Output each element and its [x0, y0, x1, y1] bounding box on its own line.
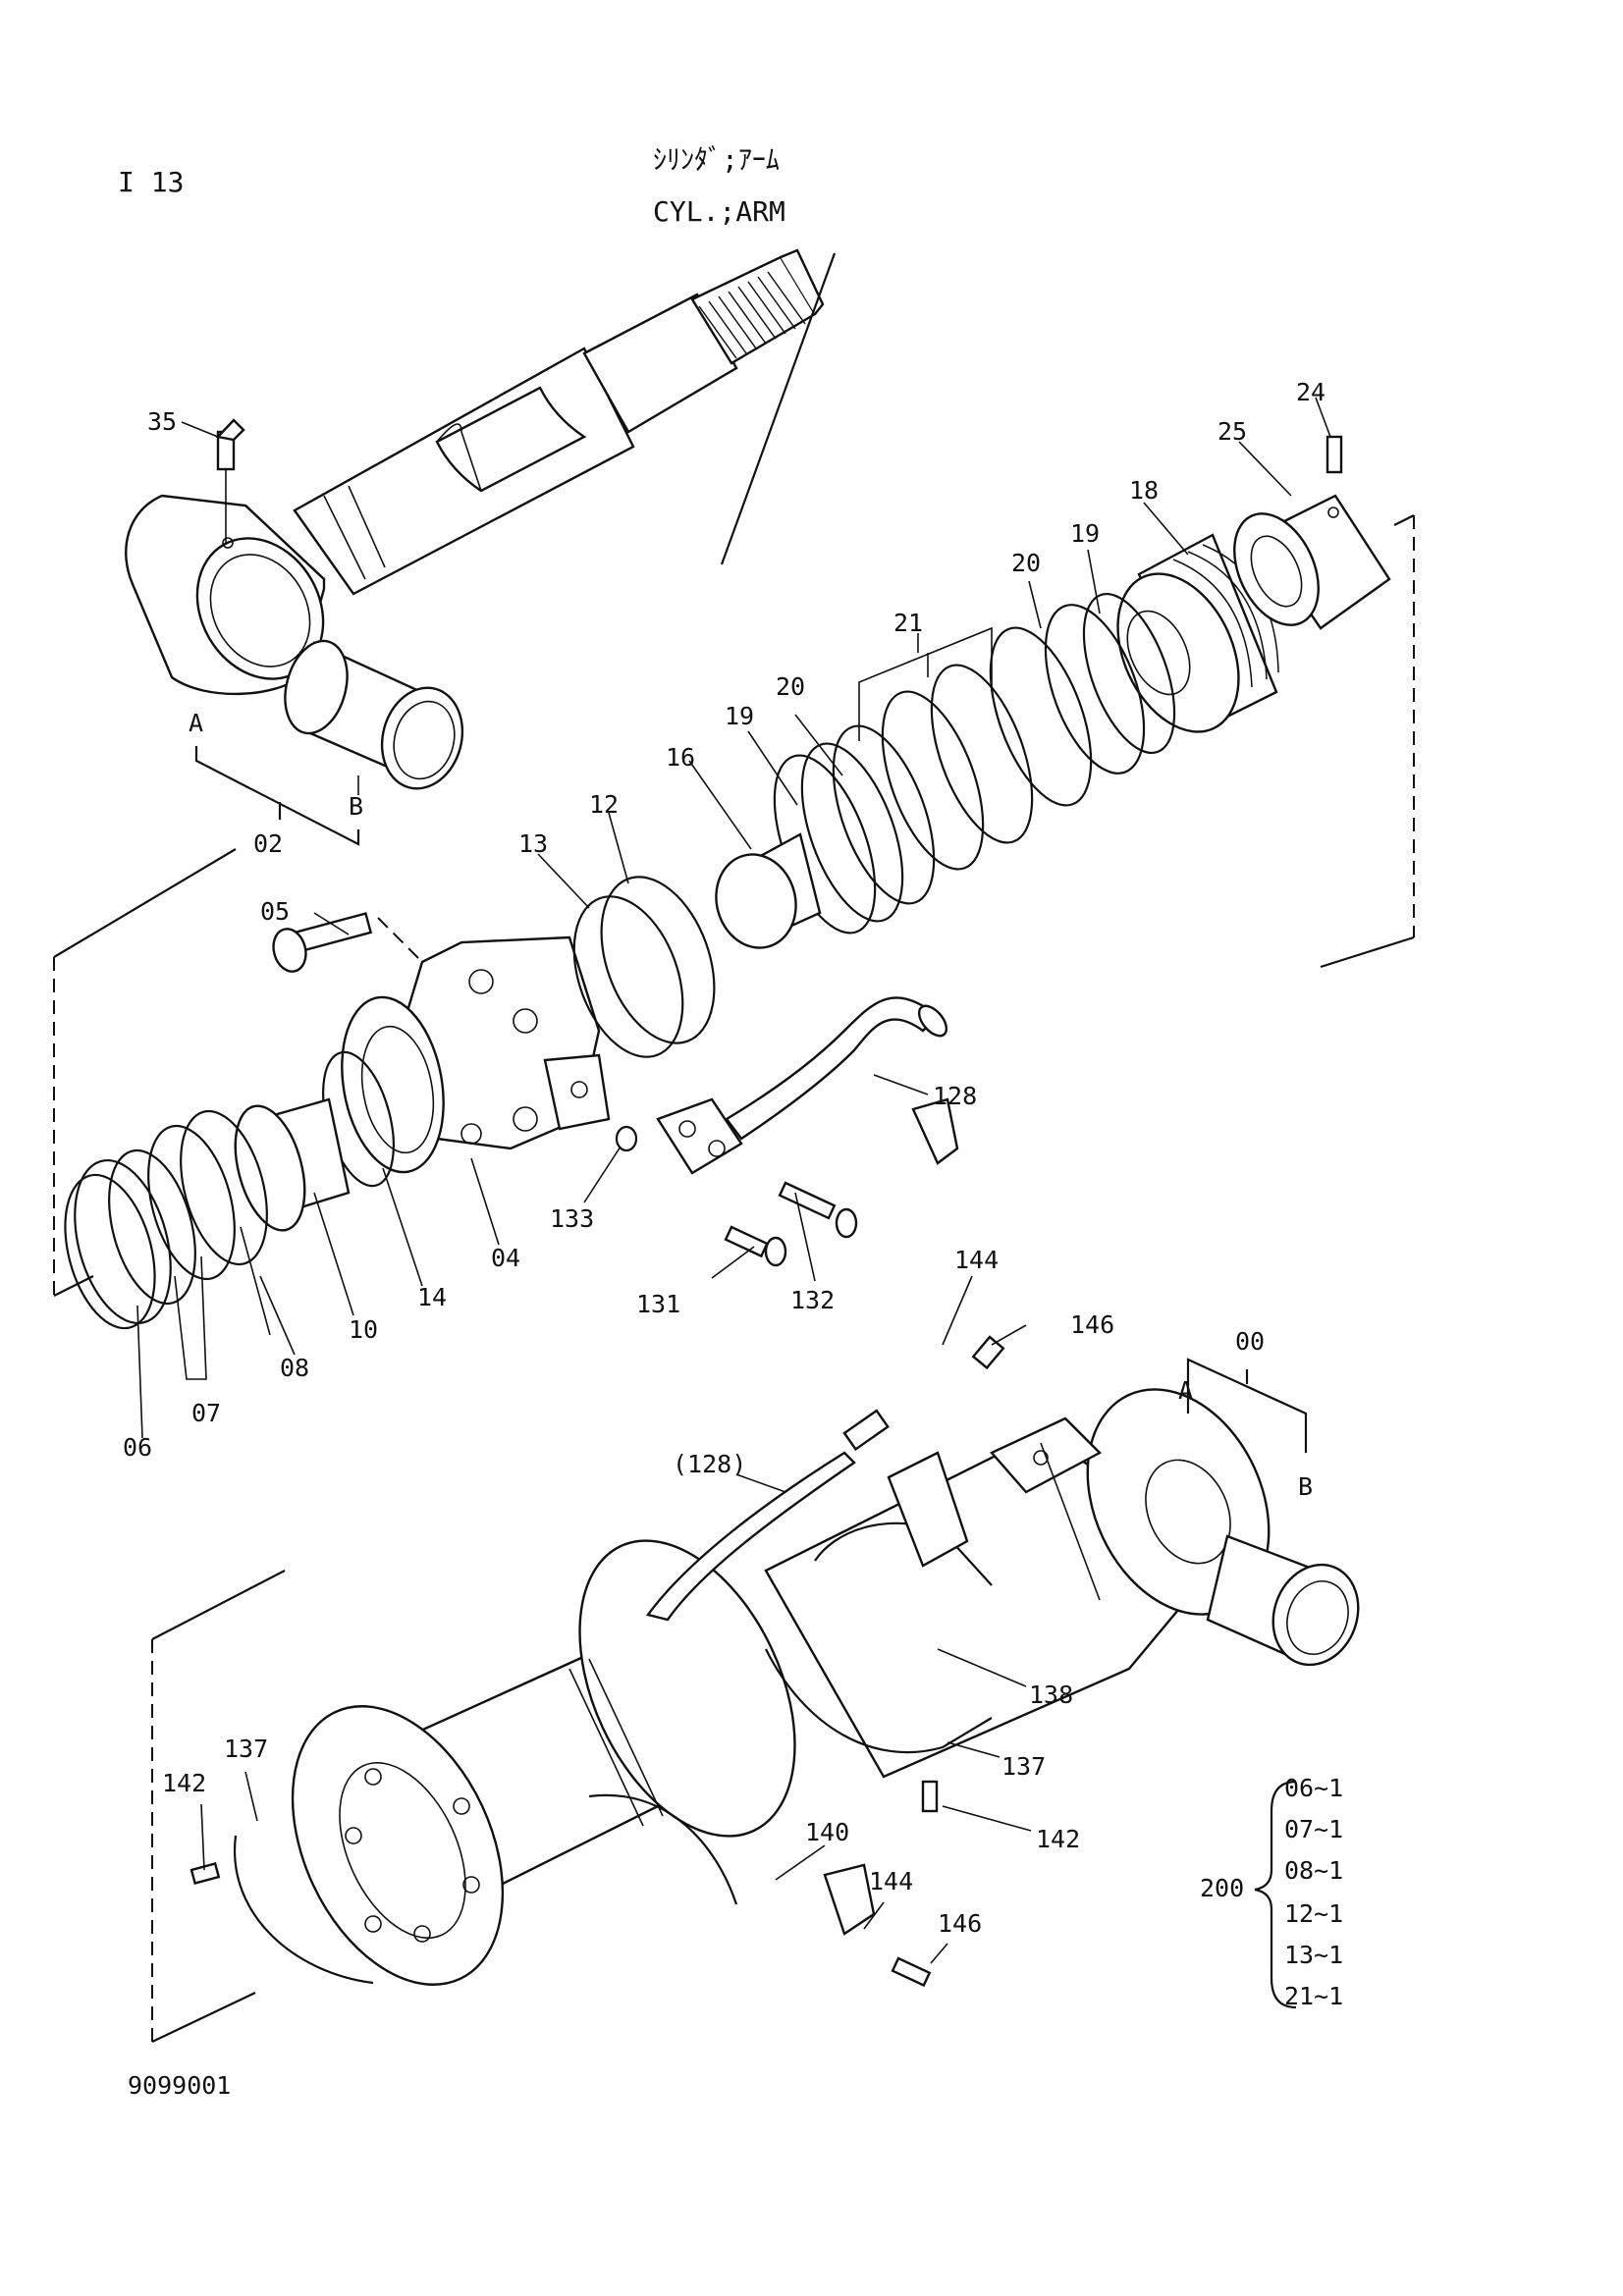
callout-06: 06 [123, 1433, 152, 1462]
set-screw [1325, 435, 1343, 474]
callout-10: 10 [349, 1315, 378, 1344]
callout-00: 00 [1235, 1327, 1265, 1356]
ring-12 [600, 876, 716, 1044]
callout-133: 133 [550, 1204, 594, 1233]
callout-07: 07 [191, 1399, 221, 1427]
piston-rings [773, 592, 1176, 934]
bushing-lower [1206, 1534, 1360, 1667]
callout-14: 14 [417, 1283, 447, 1311]
cylinder-tube [371, 1388, 1271, 1906]
page-ref: I 13 [118, 166, 184, 198]
head-seals [64, 1050, 395, 1330]
callout-13: 13 [518, 829, 548, 858]
callout-142-right: 142 [1036, 1825, 1080, 1853]
bolt-142-left [189, 1862, 221, 1885]
cylinder-head [341, 935, 611, 1174]
tube-flange [291, 1705, 505, 1986]
band-clamps [233, 1097, 993, 1985]
callout-142-left: 142 [162, 1769, 206, 1797]
kit-label: 200 [1200, 1874, 1244, 1902]
kit-item: 13~1 [1284, 1941, 1343, 1969]
bushing-upper [284, 639, 464, 790]
bolt-142 [921, 1780, 939, 1813]
callout-08: 08 [280, 1354, 309, 1382]
callout-146-upper: 146 [1070, 1310, 1114, 1339]
flange-bolts [724, 1181, 858, 1267]
callout-137-left: 137 [224, 1735, 268, 1763]
callout-128-ref: (128) [673, 1450, 746, 1478]
callout-19a: 19 [1070, 519, 1100, 548]
grease-fitting [215, 418, 245, 545]
callout-132: 132 [790, 1286, 835, 1314]
kit-brace [1254, 1780, 1297, 2009]
kit-item: 08~1 [1284, 1856, 1343, 1885]
callout-b-lower: B [1298, 1472, 1313, 1501]
callout-137-right: 137 [1001, 1752, 1046, 1781]
drawing-code: 9099001 [128, 2071, 231, 2100]
callout-19b: 19 [725, 702, 754, 730]
callout-16: 16 [666, 743, 695, 772]
callout-131: 131 [636, 1290, 680, 1318]
leader-lines [136, 397, 1331, 1964]
socket-screw [272, 912, 373, 973]
callout-labels: 35 24 25 18 19 20 21 20 19 16 12 13 05 A… [123, 378, 1325, 1938]
kit-item: 21~1 [1284, 1982, 1343, 2010]
callout-b-upper: B [349, 792, 363, 821]
callout-20b: 20 [776, 672, 805, 701]
callout-02: 02 [253, 829, 283, 858]
kit-item: 06~1 [1284, 1774, 1343, 1802]
callout-a-upper: A [189, 709, 203, 737]
flange-block [656, 1097, 743, 1175]
kit-list: 200 06~1 07~1 08~1 12~1 13~1 21~1 [1200, 1774, 1343, 2010]
callout-20a: 20 [1011, 549, 1041, 577]
callout-a-lower: A [1178, 1376, 1193, 1405]
callout-144-upper: 144 [954, 1246, 999, 1274]
title-japanese: ｼﾘﾝﾀﾞ;ｱｰﾑ [653, 143, 780, 176]
callout-24: 24 [1296, 378, 1325, 406]
callout-140: 140 [805, 1818, 849, 1846]
callout-21: 21 [893, 609, 923, 637]
ring-13 [572, 895, 684, 1058]
kit-item: 12~1 [1284, 1899, 1343, 1928]
callout-05: 05 [260, 897, 290, 926]
piston [1116, 533, 1279, 733]
callout-35: 35 [147, 407, 177, 436]
callout-12: 12 [589, 790, 619, 819]
callout-146-lower: 146 [938, 1909, 982, 1938]
kit-item: 07~1 [1284, 1815, 1343, 1843]
callout-144-lower: 144 [869, 1867, 913, 1896]
callout-138: 138 [1029, 1681, 1073, 1709]
o-ring [615, 1125, 638, 1152]
bolt-146 [891, 1956, 932, 1988]
nut [1233, 494, 1391, 630]
callout-04: 04 [491, 1244, 520, 1272]
piston-rod [125, 248, 825, 696]
callout-128: 128 [933, 1082, 977, 1110]
collar [715, 832, 822, 949]
callout-18: 18 [1129, 476, 1159, 505]
title-english: CYL.;ARM [653, 195, 785, 228]
callout-25: 25 [1217, 417, 1247, 446]
